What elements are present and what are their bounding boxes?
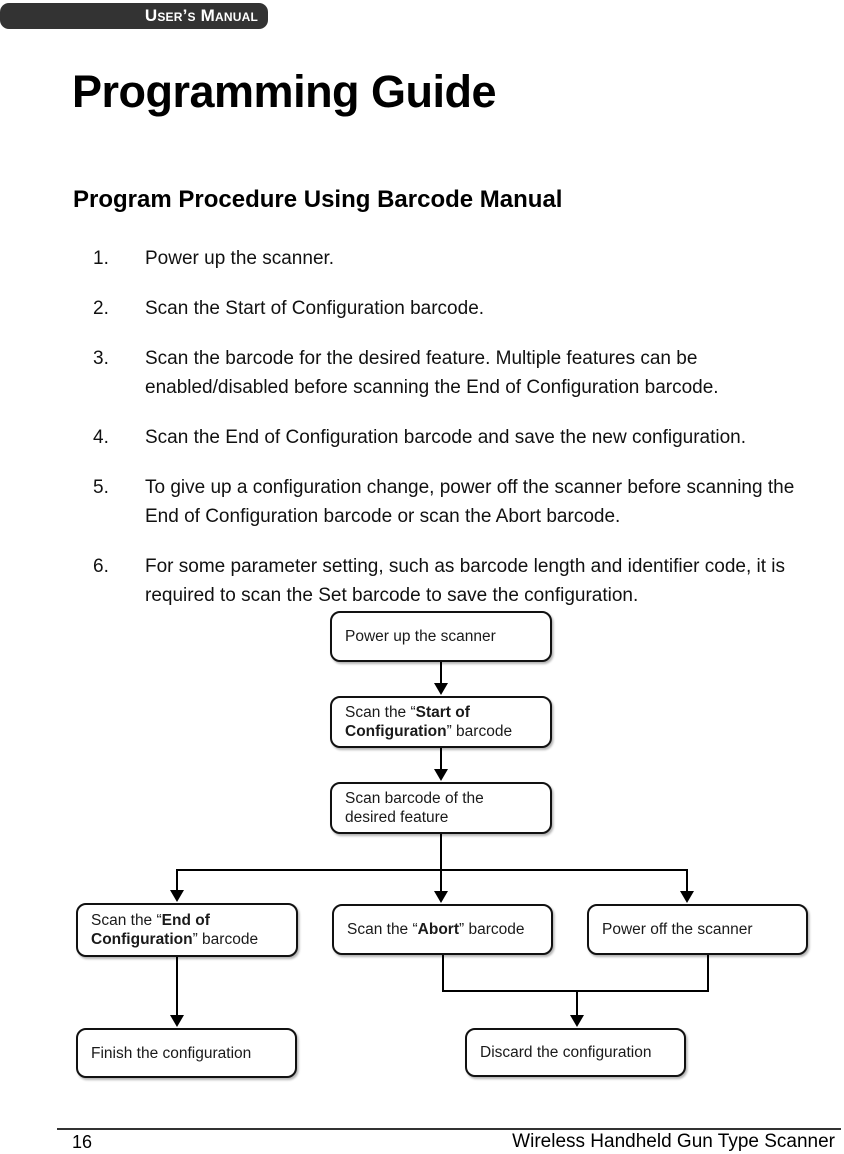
page-title: Programming Guide bbox=[72, 66, 497, 117]
procedure-steps-list: 1. Power up the scanner. 2. Scan the Sta… bbox=[93, 244, 833, 631]
flow-box-line: Scan the “End of bbox=[91, 911, 210, 930]
flow-text-segment: Scan the “ bbox=[91, 912, 162, 929]
step-number: 5. bbox=[93, 477, 109, 498]
flow-box-label: Power off the scanner bbox=[602, 921, 753, 938]
flow-box-line: desired feature bbox=[345, 809, 449, 826]
step-number: 2. bbox=[93, 298, 109, 319]
flow-box-power-off: Power off the scanner bbox=[587, 904, 808, 955]
flow-text-segment-bold: Abort bbox=[417, 921, 459, 938]
flow-text-segment: ” barcode bbox=[192, 931, 259, 948]
list-item: 6. For some parameter setting, such as b… bbox=[93, 552, 833, 610]
list-item: 4. Scan the End of Configuration barcode… bbox=[93, 423, 833, 452]
step-text: Scan the End of Configuration barcode an… bbox=[145, 427, 747, 448]
list-item: 3. Scan the barcode for the desired feat… bbox=[93, 344, 833, 402]
list-item: 2. Scan the Start of Configuration barco… bbox=[93, 294, 833, 323]
flow-box-label: Discard the configuration bbox=[480, 1044, 652, 1061]
step-number: 6. bbox=[93, 556, 109, 577]
flow-box-scan-feature: Scan barcode of the desired feature bbox=[330, 782, 552, 834]
flow-box-end-of-configuration: Scan the “End of Configuration” barcode bbox=[76, 903, 298, 957]
flow-text-segment-bold: Start of bbox=[415, 704, 470, 721]
step-text: To give up a configuration change, power… bbox=[145, 477, 795, 527]
step-number: 1. bbox=[93, 248, 109, 269]
flow-box-abort: Scan the “Abort” barcode bbox=[332, 904, 553, 955]
flow-box-line: Configuration” barcode bbox=[91, 930, 258, 949]
flow-box-line: Scan the “Abort” barcode bbox=[347, 920, 524, 939]
flow-box-start-of-configuration: Scan the “Start of Configuration” barcod… bbox=[330, 696, 552, 748]
step-number: 3. bbox=[93, 348, 109, 369]
list-item: 1. Power up the scanner. bbox=[93, 244, 833, 273]
arrow-down-icon bbox=[434, 769, 448, 781]
step-text: Power up the scanner. bbox=[145, 248, 335, 269]
users-manual-badge: User’s Manual bbox=[0, 3, 268, 29]
step-text: Scan the Start of Configuration barcode. bbox=[145, 298, 485, 319]
flow-box-label: Power up the scanner bbox=[345, 628, 496, 645]
flow-box-line: Scan the “Start of bbox=[345, 703, 470, 722]
footer-divider bbox=[57, 1128, 841, 1130]
flow-box-line: Configuration” barcode bbox=[345, 722, 512, 741]
step-text: Scan the barcode for the desired feature… bbox=[145, 348, 719, 398]
flow-text-segment-bold: Configuration bbox=[91, 931, 193, 948]
flow-text-segment-bold: End of bbox=[161, 912, 210, 929]
arrow-down-icon bbox=[170, 890, 184, 902]
section-heading: Program Procedure Using Barcode Manual bbox=[73, 186, 563, 213]
page-number: 16 bbox=[72, 1132, 93, 1152]
step-number: 4. bbox=[93, 427, 109, 448]
flow-box-line: Scan barcode of the bbox=[345, 790, 484, 807]
arrow-down-icon bbox=[570, 1015, 584, 1027]
flow-box-finish-configuration: Finish the configuration bbox=[76, 1028, 297, 1078]
flow-text-segment: ” barcode bbox=[458, 921, 525, 938]
arrow-down-icon bbox=[434, 891, 448, 903]
arrow-down-icon bbox=[434, 683, 448, 695]
users-manual-badge-label: User’s Manual bbox=[144, 6, 258, 25]
flow-box-discard-configuration: Discard the configuration bbox=[465, 1028, 686, 1077]
footer-product-name: Wireless Handheld Gun Type Scanner bbox=[512, 1131, 835, 1152]
flow-box-label: Finish the configuration bbox=[91, 1044, 252, 1062]
flow-text-segment: ” barcode bbox=[446, 723, 513, 740]
flow-box-power-up: Power up the scanner bbox=[330, 611, 552, 662]
arrow-down-icon bbox=[680, 891, 694, 903]
list-item: 5. To give up a configuration change, po… bbox=[93, 473, 833, 531]
arrow-down-icon bbox=[170, 1015, 184, 1027]
flow-text-segment: Scan the “ bbox=[347, 921, 418, 938]
flow-text-segment: Scan the “ bbox=[345, 704, 416, 721]
flow-text-segment-bold: Configuration bbox=[345, 723, 447, 740]
step-text: For some parameter setting, such as barc… bbox=[145, 556, 786, 606]
